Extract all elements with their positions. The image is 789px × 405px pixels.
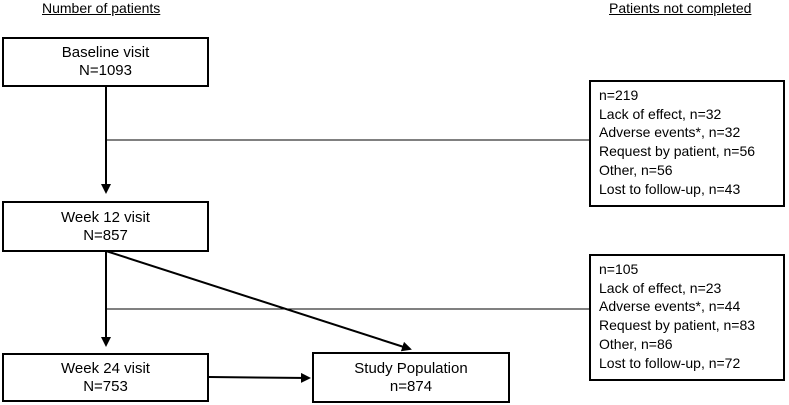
baseline-visit-box: Baseline visit N=1093 <box>2 37 209 87</box>
week12-visit-title: Week 12 visit <box>61 208 150 226</box>
study-population-title: Study Population <box>354 359 468 377</box>
header-number-of-patients: Number of patients <box>42 0 161 16</box>
dropout-2-line: n=105 <box>599 261 639 277</box>
dropout-1-line: Request by patient, n=56 <box>599 143 756 160</box>
dropout-1-line: Lost to follow-up, n=43 <box>599 180 741 197</box>
study-population-box: Study Population n=874 <box>312 352 510 403</box>
dropout-box-2: n=105 Lack of effect, n=23 Adverse event… <box>589 254 785 381</box>
dropout-2-line: Lost to follow-up, n=72 <box>599 354 741 371</box>
dropout-2-line: Other, n=86 <box>599 335 673 352</box>
dropout-1-line: Adverse events*, n=32 <box>599 124 741 141</box>
arrow-week24-to-study <box>208 372 311 383</box>
week24-visit-title: Week 24 visit <box>61 359 150 377</box>
week24-visit-count: N=753 <box>83 377 128 395</box>
dropout-box-1: n=219 Lack of effect, n=32 Adverse event… <box>589 80 785 207</box>
dropout-2-line: Adverse events*, n=44 <box>599 298 741 315</box>
week12-visit-box: Week 12 visit N=857 <box>2 201 209 252</box>
dropout-1-line: n=219 <box>599 87 639 103</box>
week12-visit-count: N=857 <box>83 226 128 244</box>
dropout-2-line: Lack of effect, n=23 <box>599 279 722 296</box>
dropout-1-line: Lack of effect, n=32 <box>599 105 722 122</box>
dropout-2-line: Request by patient, n=83 <box>599 317 756 334</box>
study-population-count: n=874 <box>389 377 433 395</box>
baseline-visit-count: N=1093 <box>79 62 132 79</box>
dropout-1-line: Other, n=56 <box>599 161 673 178</box>
baseline-visit-title: Baseline visit <box>61 44 150 61</box>
arrow-week12-to-study <box>105 250 412 352</box>
week24-visit-box: Week 24 visit N=753 <box>2 353 209 402</box>
header-patients-not-completed: Patients not completed <box>609 0 752 16</box>
